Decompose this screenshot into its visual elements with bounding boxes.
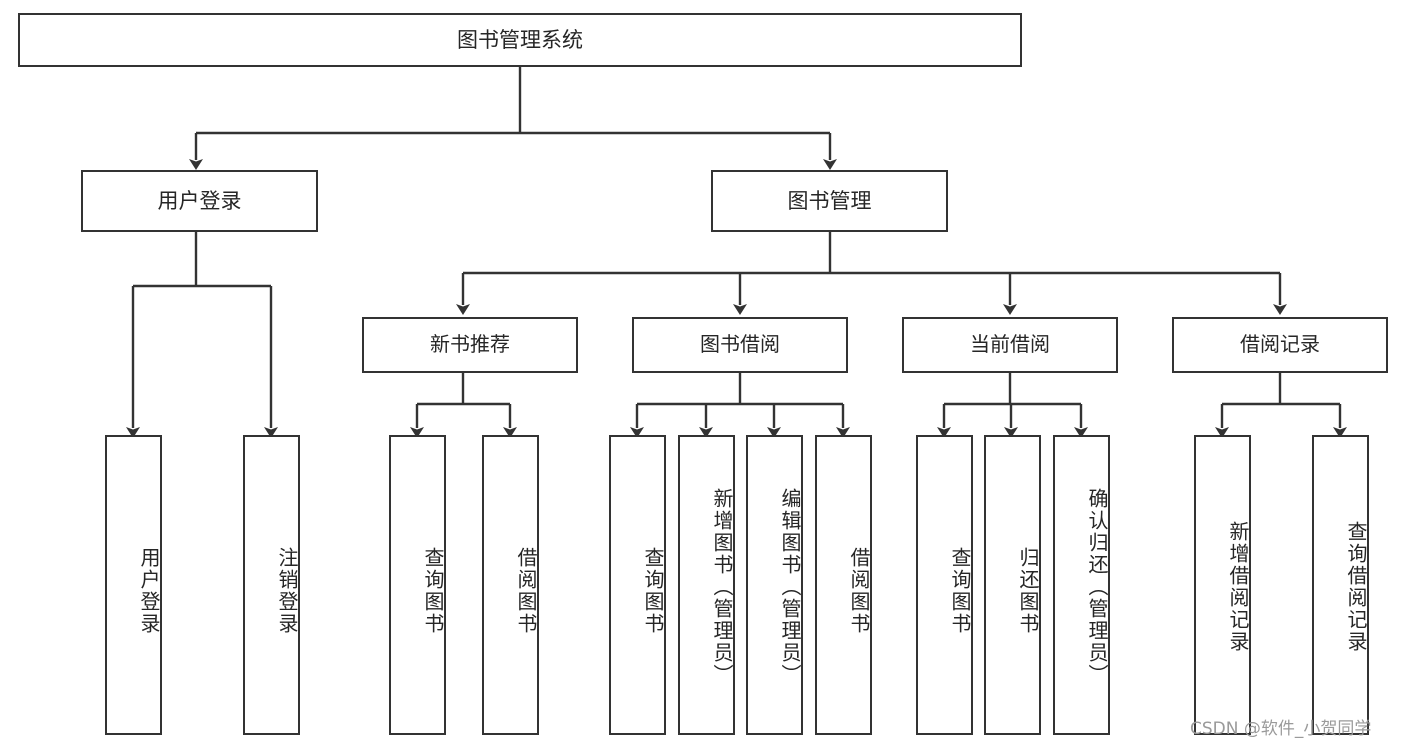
node-label: 查询借阅记录: [1344, 521, 1368, 653]
node-label: 图书管理: [787, 188, 872, 213]
node-current-borrow[interactable]: 当前借阅: [902, 317, 1118, 373]
node-label: 归还图书: [1016, 547, 1040, 635]
node-label: 当前借阅: [970, 332, 1050, 357]
node-label: 编辑图书（管理员）: [778, 488, 802, 686]
leaf-borrow-add-book-admin[interactable]: 新增图书（管理员）: [678, 435, 735, 735]
leaf-records-add-record[interactable]: 新增借阅记录: [1194, 435, 1251, 735]
leaf-current-query-books[interactable]: 查询图书: [916, 435, 973, 735]
node-label: 图书借阅: [700, 332, 780, 357]
node-label: 查询图书: [948, 547, 972, 635]
node-book-borrow[interactable]: 图书借阅: [632, 317, 848, 373]
node-label: 查询图书: [421, 547, 445, 635]
leaf-borrow-borrow-books[interactable]: 借阅图书: [815, 435, 872, 735]
leaf-current-return-books[interactable]: 归还图书: [984, 435, 1041, 735]
node-root-book-management-system[interactable]: 图书管理系统: [18, 13, 1022, 67]
node-label: 借阅图书: [514, 547, 538, 635]
leaf-user-login-logout[interactable]: 注销登录: [243, 435, 300, 735]
watermark-text: CSDN @软件_小贺同学: [1190, 719, 1372, 739]
leaf-recommend-borrow-books[interactable]: 借阅图书: [482, 435, 539, 735]
node-label: 新书推荐: [430, 332, 510, 357]
node-label: 图书管理系统: [457, 27, 583, 52]
node-label: 借阅记录: [1240, 332, 1320, 357]
leaf-borrow-query-books[interactable]: 查询图书: [609, 435, 666, 735]
node-new-book-recommend[interactable]: 新书推荐: [362, 317, 578, 373]
node-label: 新增借阅记录: [1226, 521, 1250, 653]
node-book-management[interactable]: 图书管理: [711, 170, 948, 232]
node-user-login[interactable]: 用户登录: [81, 170, 318, 232]
node-label: 用户登录: [137, 547, 161, 635]
node-label: 用户登录: [157, 188, 242, 213]
node-label: 查询图书: [641, 547, 665, 635]
leaf-recommend-query-books[interactable]: 查询图书: [389, 435, 446, 735]
node-label: 新增图书（管理员）: [710, 488, 734, 686]
leaf-current-confirm-return-admin[interactable]: 确认归还（管理员）: [1053, 435, 1110, 735]
leaf-records-query-record[interactable]: 查询借阅记录: [1312, 435, 1369, 735]
node-label: 借阅图书: [847, 547, 871, 635]
node-label: 注销登录: [275, 547, 299, 635]
leaf-borrow-edit-book-admin[interactable]: 编辑图书（管理员）: [746, 435, 803, 735]
node-label: 确认归还（管理员）: [1085, 488, 1109, 686]
leaf-user-login-login[interactable]: 用户登录: [105, 435, 162, 735]
node-borrow-records[interactable]: 借阅记录: [1172, 317, 1388, 373]
